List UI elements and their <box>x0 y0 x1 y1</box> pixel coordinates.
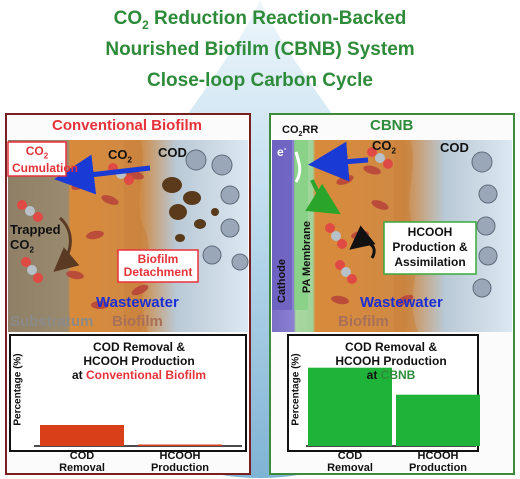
left-bar-hcooh-production <box>138 444 222 446</box>
cod-label-right: COD <box>440 140 469 155</box>
cod-label-left: COD <box>158 145 187 160</box>
biofilm-label-left: Biofilm <box>112 313 163 330</box>
cod-molecules-left <box>185 149 249 271</box>
co2rr-label: CO2RR <box>282 124 319 139</box>
co2-cumulation-arrow <box>54 154 151 195</box>
cathode-label: Cathode <box>276 259 288 303</box>
biofilm-label-right: Biofilm <box>338 313 389 330</box>
detached-biofilm-clumps <box>162 177 219 242</box>
co2-to-cathode-arrow <box>308 141 369 182</box>
right-chart-bars <box>308 367 480 446</box>
right-bar-cod-removal <box>308 367 392 446</box>
co2-molecules-right <box>325 147 393 284</box>
co2-label-right: CO2 <box>372 138 396 156</box>
electron-label: e- <box>277 144 287 159</box>
title-line-1: CO2 Reduction Reaction-Backed <box>113 8 407 32</box>
cathode-strip <box>272 140 292 310</box>
electron-arrow <box>294 151 302 183</box>
co2rr-green-arrow <box>305 179 341 215</box>
trapped-co2-arrow <box>53 216 80 272</box>
left-bar-cod-removal <box>40 425 124 446</box>
substratum-label: Substratum <box>10 313 94 330</box>
right-bar-hcooh-production <box>396 394 480 446</box>
title-line-2: Nourished Biofilm (CBNB) System <box>105 39 415 60</box>
right-heading: CBNB <box>370 117 414 134</box>
co2-label-left: CO2 <box>108 147 132 165</box>
co2-cumulation-callout <box>7 141 67 177</box>
left-heading: Conventional Biofilm <box>52 117 202 134</box>
title-line-3: Close-loop Carbon Cycle <box>147 70 373 91</box>
pa-membrane-label: PA Membrane <box>301 220 313 294</box>
wastewater-label-left: Wastewater <box>96 294 179 311</box>
cod-molecules-right <box>471 151 498 298</box>
hcooh-callout <box>383 221 477 275</box>
left-chart-ylabel: Percentage (%) <box>12 353 24 426</box>
left-chart-bars <box>40 425 222 446</box>
assimilation-cycle-arrow <box>349 225 376 259</box>
detachment-callout <box>117 249 199 283</box>
wastewater-label-right: Wastewater <box>360 294 443 311</box>
right-chart-ylabel: Percentage (%) <box>290 353 302 426</box>
pa-membrane-strip <box>294 140 308 310</box>
